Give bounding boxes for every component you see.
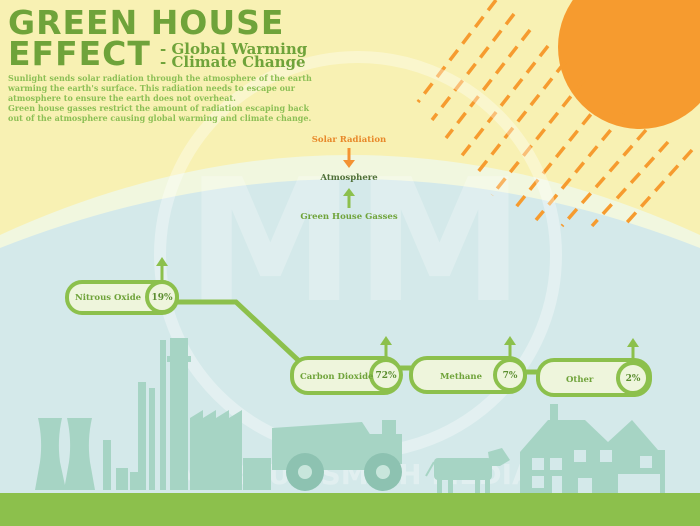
description-line: out of the atmosphere causing global war… bbox=[8, 113, 312, 123]
green-house-gasses-label: Green House Gasses bbox=[300, 212, 397, 222]
arrow-head bbox=[156, 257, 168, 266]
gas-name: Carbon Dioxide bbox=[300, 372, 374, 382]
factory-building bbox=[190, 410, 242, 490]
arrow-head bbox=[380, 336, 392, 345]
solar-arrow-head bbox=[343, 160, 355, 168]
atmosphere-label: Atmosphere bbox=[319, 173, 378, 183]
sun bbox=[558, 0, 700, 129]
gas-percent: 72% bbox=[375, 371, 397, 381]
gas-name: Other bbox=[566, 375, 594, 385]
description-line: Sunlight sends solar radiation through t… bbox=[8, 73, 312, 83]
title-green-house: GREEN HOUSE bbox=[8, 3, 285, 42]
gas-percent: 19% bbox=[151, 293, 173, 303]
gas-node-carbon-dioxide: Carbon Dioxide 72% bbox=[290, 336, 403, 395]
arrow-head bbox=[627, 338, 639, 347]
gasses-arrow-head bbox=[343, 188, 355, 196]
gas-node-methane: Methane 7% bbox=[409, 336, 527, 394]
gas-name: Methane bbox=[440, 372, 483, 382]
truck-hubs bbox=[298, 465, 390, 479]
description-text: Sunlight sends solar radiation through t… bbox=[8, 73, 328, 123]
description-line: warming the earth's surface. This radiat… bbox=[8, 83, 295, 93]
subtitle-global-warming: - Global Warming bbox=[160, 40, 308, 58]
gas-percent: 2% bbox=[626, 374, 641, 384]
cooling-tower-left bbox=[35, 418, 66, 490]
solar-radiation-label: Solar Radiation bbox=[312, 135, 386, 145]
house-windows bbox=[532, 450, 660, 494]
cooling-tower-right bbox=[64, 418, 95, 490]
solar-rays bbox=[416, 0, 694, 230]
gas-name: Nitrous Oxide bbox=[75, 293, 142, 303]
main-chimney bbox=[170, 338, 188, 490]
gas-node-other: Other 2% bbox=[536, 338, 652, 397]
ground bbox=[0, 493, 700, 526]
description-line: atmosphere to ensure the earth does not … bbox=[8, 93, 236, 103]
gas-node-nitrous-oxide: Nitrous Oxide 19% bbox=[65, 257, 179, 315]
title-effect: EFFECT bbox=[8, 34, 151, 73]
cow bbox=[425, 448, 510, 494]
dump-truck-body bbox=[272, 422, 375, 470]
arrow-head bbox=[504, 336, 516, 345]
subtitle-climate-change: - Climate Change bbox=[160, 53, 306, 71]
description-line: Green house gasses restrict the amount o… bbox=[8, 103, 310, 113]
gas-percent: 7% bbox=[503, 371, 518, 381]
